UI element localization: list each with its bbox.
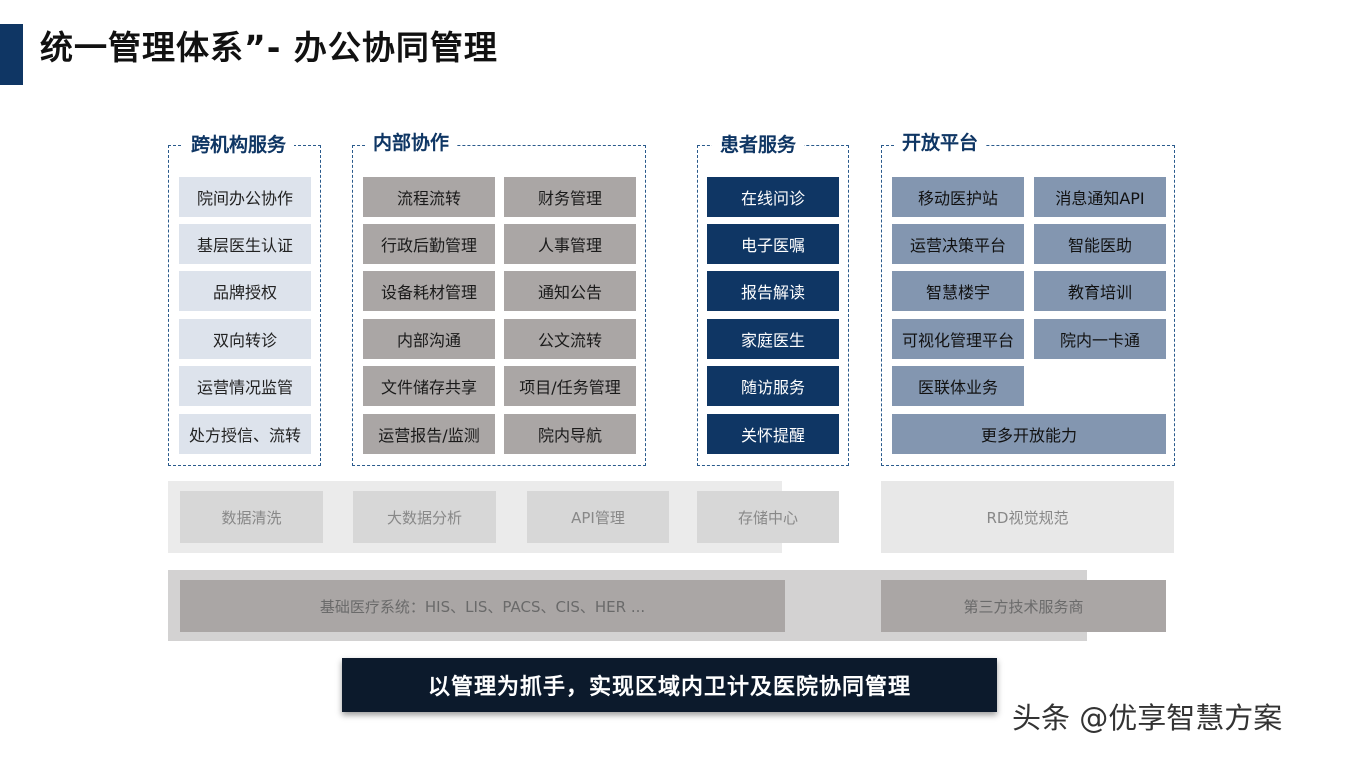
internal-item[interactable]: 院内导航 [504,414,636,454]
patient-service-title: 患者服务 [712,132,805,158]
open-item[interactable]: 教育培训 [1034,271,1166,311]
internal-item[interactable]: 流程流转 [363,177,495,217]
internal-collab-panel: 内部协作 [352,130,646,466]
patient-item[interactable]: 电子医嘱 [707,224,839,264]
open-item[interactable]: 智慧楼宇 [892,271,1024,311]
internal-item[interactable]: 运营报告/监测 [363,414,495,454]
patient-item[interactable]: 随访服务 [707,366,839,406]
watermark: 头条 @优享智慧方案 [1012,701,1283,735]
internal-item[interactable]: 人事管理 [504,224,636,264]
internal-item[interactable]: 通知公告 [504,271,636,311]
open-item[interactable]: 医联体业务 [892,366,1024,406]
internal-item[interactable]: 行政后勤管理 [363,224,495,264]
patient-service-panel: 患者服务 [697,132,849,466]
cross-item[interactable]: 品牌授权 [179,271,311,311]
big-data-analysis-tile: 大数据分析 [353,491,496,543]
cross-item[interactable]: 运营情况监管 [179,366,311,406]
open-item[interactable]: 消息通知API [1034,177,1166,217]
title-accent-bar [0,24,23,85]
third-party-vendors-tile: 第三方技术服务商 [881,580,1166,632]
cross-item[interactable]: 基层医生认证 [179,224,311,264]
slogan-banner: 以管理为抓手，实现区域内卫计及医院协同管理 [342,658,997,712]
internal-item[interactable]: 内部沟通 [363,319,495,359]
open-item[interactable]: 移动医护站 [892,177,1024,217]
open-item[interactable]: 运营决策平台 [892,224,1024,264]
patient-item[interactable]: 家庭医生 [707,319,839,359]
internal-collab-title: 内部协作 [365,130,458,156]
data-cleaning-tile: 数据清洗 [180,491,323,543]
patient-item[interactable]: 关怀提醒 [707,414,839,454]
cross-institution-panel: 跨机构服务 [168,132,321,466]
internal-item[interactable]: 公文流转 [504,319,636,359]
open-more-capabilities[interactable]: 更多开放能力 [892,414,1166,454]
open-platform-panel: 开放平台 [881,130,1175,466]
internal-item[interactable]: 项目/任务管理 [504,366,636,406]
rd-visual-spec-tile: RD视觉规范 [881,481,1174,553]
base-medical-systems-tile: 基础医疗系统：HIS、LIS、PACS、CIS、HER ... [180,580,785,632]
internal-item[interactable]: 设备耗材管理 [363,271,495,311]
open-platform-title: 开放平台 [894,130,987,156]
patient-item[interactable]: 报告解读 [707,271,839,311]
page-title: 统一管理体系”- 办公协同管理 [40,28,498,67]
cross-item[interactable]: 处方授信、流转 [179,414,311,454]
open-item[interactable]: 智能医助 [1034,224,1166,264]
cross-item[interactable]: 院间办公协作 [179,177,311,217]
internal-item[interactable]: 财务管理 [504,177,636,217]
open-item[interactable]: 院内一卡通 [1034,319,1166,359]
internal-item[interactable]: 文件储存共享 [363,366,495,406]
cross-institution-title: 跨机构服务 [183,132,295,158]
cross-item[interactable]: 双向转诊 [179,319,311,359]
patient-item[interactable]: 在线问诊 [707,177,839,217]
open-item[interactable]: 可视化管理平台 [892,319,1024,359]
api-management-tile: API管理 [527,491,669,543]
storage-center-tile: 存储中心 [697,491,839,543]
